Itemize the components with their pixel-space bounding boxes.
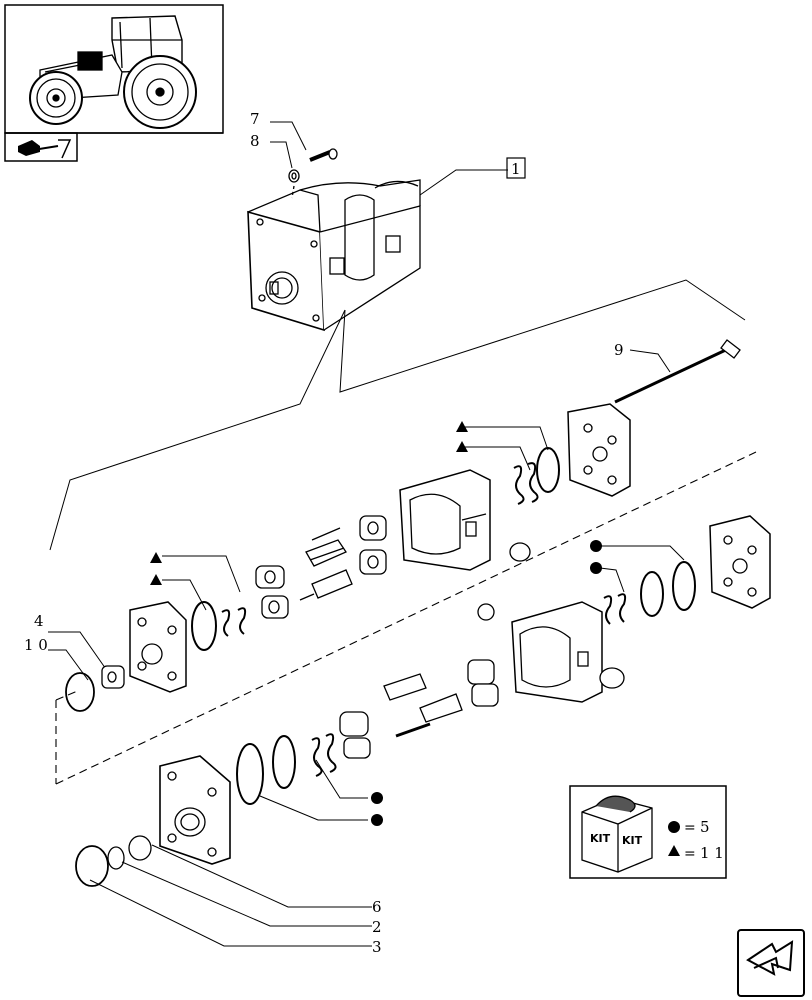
- assembly-guides: [55, 451, 757, 785]
- gears-lower: [383, 673, 463, 738]
- front-seals-upper: [191, 601, 247, 651]
- kit-legend: [569, 785, 727, 879]
- circlip-part: [65, 672, 95, 712]
- front-flange-upper: [129, 601, 187, 693]
- next-arrow-icon[interactable]: [737, 929, 805, 997]
- callout-3-label: 3: [372, 938, 382, 956]
- seal-rings-lower: [603, 571, 664, 625]
- front-seals-lower: [236, 733, 337, 805]
- kit-triangle-eq: =: [684, 846, 696, 862]
- kit-label-right: KIT: [622, 834, 643, 847]
- callout-1-label[interactable]: 1: [511, 160, 521, 178]
- through-bolt-part: [614, 339, 741, 404]
- callout-6-label: 6: [372, 898, 382, 916]
- callout-10-label: 1 0: [24, 636, 48, 654]
- bushings-front-upper: [255, 565, 289, 619]
- o-ring-large: [536, 447, 560, 493]
- front-flange-lower: [159, 755, 231, 865]
- circlip-3-part: [75, 845, 109, 887]
- kit-box-icon: [581, 795, 653, 873]
- leader-lines: [48, 121, 746, 947]
- callout-4-label: 4: [34, 612, 44, 630]
- kit-label-left: KIT: [590, 832, 611, 845]
- triangle-marker: [150, 421, 468, 585]
- rear-cover-plate: [567, 403, 631, 497]
- gear-pump-assembly: [247, 179, 421, 332]
- rear-cover-lower: [709, 515, 771, 609]
- washer-2-part: [107, 835, 152, 870]
- callout-9-label: 9: [614, 341, 624, 359]
- kit-triangle-value: 1 1: [700, 844, 724, 862]
- callout-2-label: 2: [372, 918, 382, 936]
- book-icon: [18, 139, 72, 159]
- callout-8-label: 8: [250, 132, 260, 150]
- seal-rings: [513, 462, 539, 505]
- bushings-front-lower: [339, 711, 371, 759]
- o-ring-lower: [672, 561, 696, 611]
- pump-body-lower: [477, 601, 625, 703]
- circle-marker: [371, 540, 602, 826]
- shaft-seal-part: [101, 665, 125, 689]
- kit-circle-eq: =: [684, 820, 696, 836]
- bolt-part: [309, 148, 338, 162]
- bushings-lower: [467, 659, 499, 707]
- bushings-upper: [359, 515, 387, 575]
- callout-7-label: 7: [250, 110, 260, 128]
- gears-upper: [299, 527, 353, 601]
- kit-circle-value: 5: [700, 818, 710, 836]
- callout-1-box[interactable]: [506, 157, 526, 179]
- tractor-thumbnail[interactable]: [4, 4, 224, 162]
- washer-part: [288, 169, 300, 199]
- pump-body-upper: [399, 469, 531, 571]
